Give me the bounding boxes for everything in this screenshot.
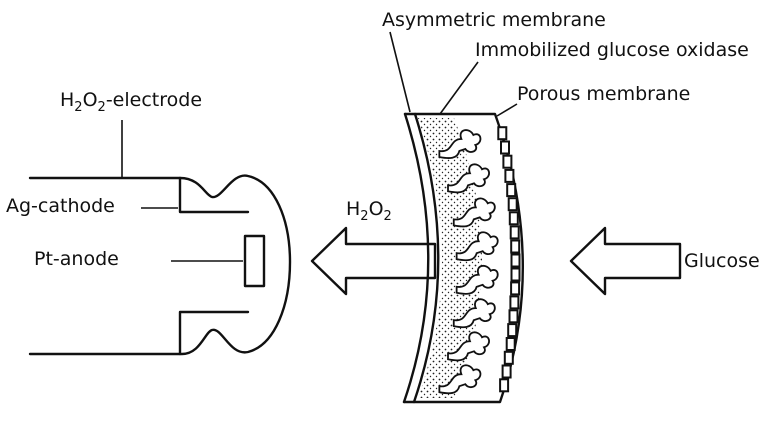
pore: [509, 295, 520, 310]
ag-cathode-label: Ag-cathode: [6, 195, 115, 217]
pore: [509, 225, 520, 240]
h2o2-label: H2O2: [346, 198, 392, 224]
pore: [501, 364, 512, 379]
pt-anode-element: [243, 234, 266, 288]
pore: [497, 126, 508, 141]
pore: [506, 183, 517, 198]
enzyme-cluster: [447, 331, 490, 362]
enzyme-cluster: [438, 129, 482, 159]
glucose-arrow: [569, 226, 682, 296]
h2o2-arrow: [310, 226, 437, 296]
glucose-label: Glucose: [684, 250, 760, 272]
pore: [507, 323, 518, 338]
asymmetric-membrane-label: Asymmetric membrane: [382, 9, 606, 31]
pore: [504, 168, 515, 183]
immobilized-enzyme-leader: [439, 61, 479, 115]
pore: [500, 140, 510, 155]
pore: [510, 253, 521, 268]
pore: [503, 350, 514, 365]
asymmetric-membrane-outer: [412, 112, 440, 404]
ag-cathode-upper: [178, 176, 250, 214]
porous-membrane-label: Porous membrane: [517, 83, 690, 105]
pore: [502, 154, 513, 169]
electrode-label: H2O2-electrode: [60, 89, 202, 115]
enzyme-cluster: [455, 231, 499, 262]
pore: [508, 211, 519, 226]
enzyme-cluster: [452, 298, 496, 329]
asymmetric-membrane-inner: [402, 112, 430, 404]
ag-cathode-lower: [178, 310, 250, 356]
pore: [510, 281, 521, 296]
pore: [505, 337, 516, 351]
pore: [507, 197, 518, 212]
porous-membrane: [497, 126, 521, 393]
porous-membrane-leader: [496, 103, 518, 117]
enzyme-cluster: [452, 197, 496, 228]
enzyme-cluster: [447, 163, 490, 194]
pore: [510, 239, 521, 254]
pore: [508, 309, 519, 324]
immobilized-enzyme-label: Immobilized glucose oxidase: [475, 39, 749, 61]
glucose-oxidase-clusters: [438, 129, 499, 395]
pt-anode-label: Pt-anode: [34, 248, 119, 270]
membrane-assembly: [402, 112, 524, 404]
pore: [499, 378, 510, 393]
enzyme-cluster: [455, 264, 499, 295]
asymmetric-membrane-leader: [389, 31, 411, 113]
pore: [510, 267, 521, 282]
enzyme-cluster: [438, 364, 482, 395]
electrode-body: [28, 174, 292, 356]
